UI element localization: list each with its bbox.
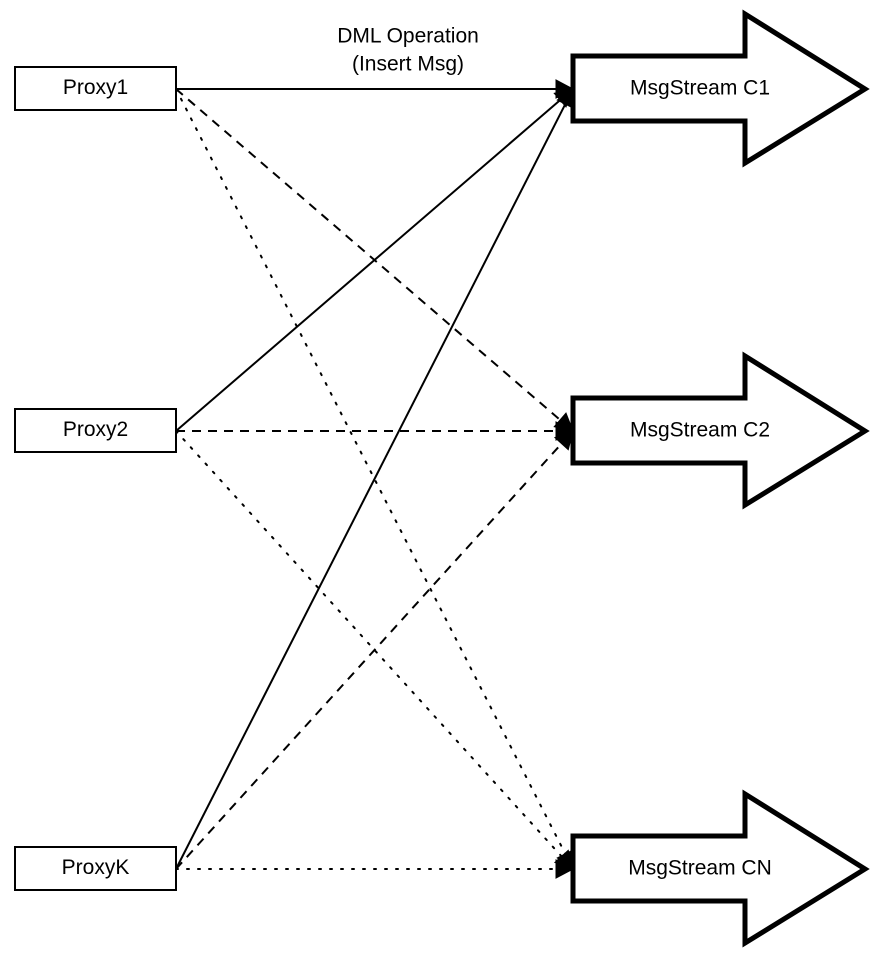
stream-arrow-shape xyxy=(570,9,870,168)
edge-caption-line2: (Insert Msg) xyxy=(352,53,464,76)
stream-arrow-shape xyxy=(570,789,870,948)
links-layer xyxy=(175,88,570,870)
stream-label: MsgStream C1 xyxy=(630,77,770,100)
proxy-label: ProxyK xyxy=(62,856,130,879)
proxy-label: Proxy1 xyxy=(63,76,128,99)
link-pk-c2 xyxy=(175,437,568,870)
stream-stream_c2[interactable]: MsgStream C2 xyxy=(570,351,870,510)
stream-arrow-shape xyxy=(570,351,870,510)
link-p2-cn xyxy=(175,430,568,864)
link-p2-c1 xyxy=(175,94,567,432)
link-p1-c2 xyxy=(175,88,567,426)
proxy-node-proxyk[interactable]: ProxyK xyxy=(14,846,177,891)
proxy-box-shape xyxy=(14,846,177,891)
stream-stream_cn[interactable]: MsgStream CN xyxy=(570,789,870,948)
link-p1-cn xyxy=(175,88,570,862)
link-pk-c1 xyxy=(175,96,570,870)
proxy-box-shape xyxy=(14,408,177,453)
stream-stream_c1[interactable]: MsgStream C1 xyxy=(570,9,870,168)
edge-caption-line1: DML Operation xyxy=(337,25,479,48)
proxy-box-shape xyxy=(14,66,177,111)
edge-caption: DML Operation (Insert Msg) xyxy=(337,25,479,76)
stream-label: MsgStream CN xyxy=(628,857,772,880)
proxy-label: Proxy2 xyxy=(63,418,128,441)
streams-layer: MsgStream C1 MsgStream C2 MsgStream CN xyxy=(570,9,870,948)
proxy-node-proxy2[interactable]: Proxy2 xyxy=(14,408,177,453)
stream-label: MsgStream C2 xyxy=(630,419,770,442)
arrowheads-layer xyxy=(553,79,575,879)
arrowhead-pk-cn xyxy=(555,859,575,879)
proxy-node-proxy1[interactable]: Proxy1 xyxy=(14,66,177,111)
